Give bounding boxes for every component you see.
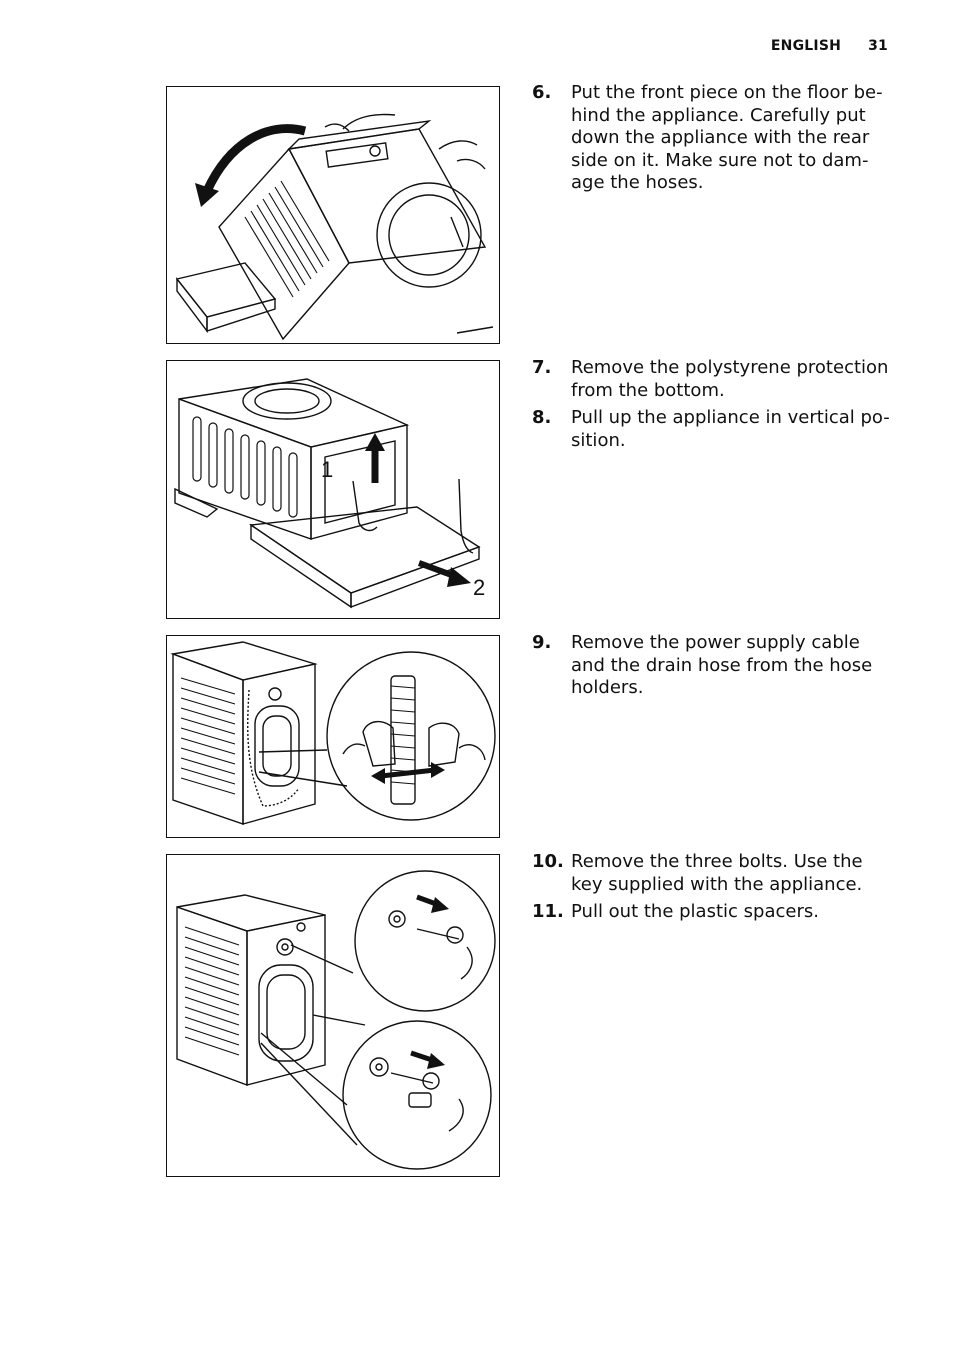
step-text: Pull out the plastic spacers. [571, 901, 819, 922]
step-item: 9. Remove the power supply cable and the… [532, 632, 892, 700]
step-item: 6. Put the front piece on the floor be-h… [532, 82, 892, 195]
step-text: Remove the polystyrene protection from t… [571, 357, 889, 401]
step-number: 7. [532, 357, 552, 378]
tilt-appliance-figure [166, 86, 500, 344]
page-number: 31 [868, 38, 888, 54]
step-number: 8. [532, 407, 552, 428]
step-number: 11. [532, 901, 564, 922]
step-text: Remove the power supply cable and the dr… [571, 632, 873, 698]
remove-polystyrene-figure: 1 2 [166, 360, 500, 619]
figure-label-2: 2 [473, 575, 485, 600]
page-header: ENGLISH 31 [771, 38, 888, 54]
step-item: 10. Remove the three bolts. Use the key … [532, 851, 892, 896]
step-group-6: 6. Put the front piece on the floor be-h… [532, 82, 892, 200]
step-number: 10. [532, 851, 564, 872]
step-text: Pull up the appliance in vertical po-sit… [571, 407, 890, 451]
step-item: 7. Remove the polystyrene protection fro… [532, 357, 892, 402]
step-text: Put the front piece on the floor be-hind… [571, 82, 883, 193]
step-number: 9. [532, 632, 552, 653]
step-text: Remove the three bolts. Use the key supp… [571, 851, 863, 895]
step-group-10-11: 10. Remove the three bolts. Use the key … [532, 851, 892, 929]
step-number: 6. [532, 82, 552, 103]
step-item: 11. Pull out the plastic spacers. [532, 901, 892, 924]
header-language: ENGLISH [770, 38, 842, 54]
step-item: 8. Pull up the appliance in vertical po-… [532, 407, 892, 452]
step-group-7-8: 7. Remove the polystyrene protection fro… [532, 357, 892, 457]
figure-label-1: 1 [321, 457, 333, 482]
hose-holders-figure [166, 635, 500, 838]
step-group-9: 9. Remove the power supply cable and the… [532, 632, 892, 705]
remove-bolts-figure [166, 854, 500, 1177]
